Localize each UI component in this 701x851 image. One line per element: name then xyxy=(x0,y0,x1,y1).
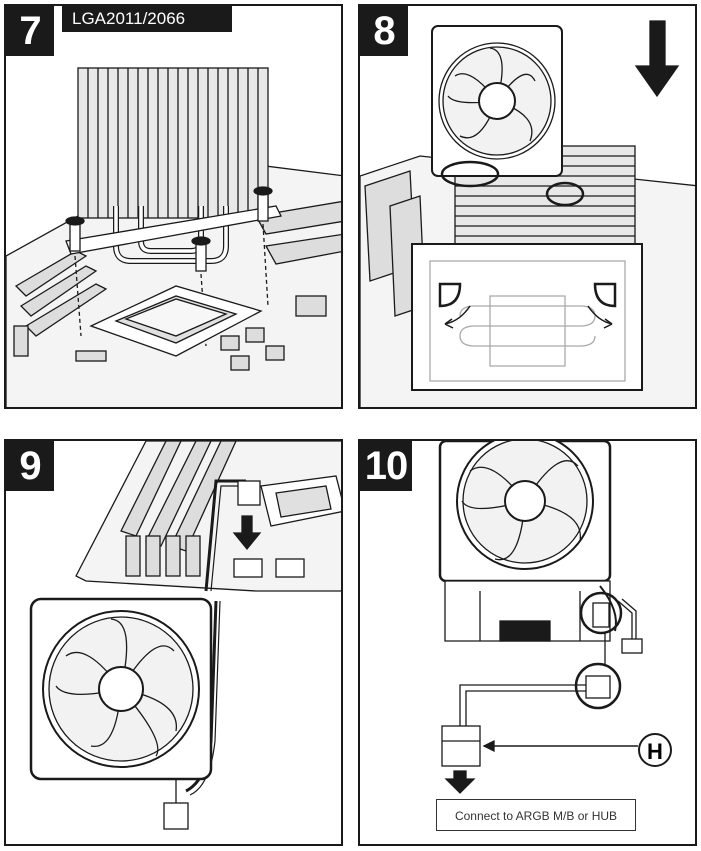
step-7-panel: 7 LGA2011/2066 xyxy=(4,4,343,409)
step-number: 8 xyxy=(360,6,408,56)
step-number: 10 xyxy=(360,441,412,491)
step-8-panel: 8 xyxy=(358,4,697,409)
step-number: 9 xyxy=(6,441,54,491)
step-number: 7 xyxy=(6,6,54,56)
socket-label: LGA2011/2066 xyxy=(62,6,232,32)
callout-h-badge: H xyxy=(638,733,672,767)
step-10-panel: 10 xyxy=(358,439,697,846)
step-9-panel: 9 xyxy=(4,439,343,846)
argb-connection-illustration xyxy=(438,441,643,794)
cooler-install-illustration xyxy=(360,20,695,407)
fan-connection-illustration xyxy=(29,441,341,830)
connect-note: Connect to ARGB M/B or HUB xyxy=(436,799,636,831)
heatsink-mounting-illustration xyxy=(6,67,341,407)
